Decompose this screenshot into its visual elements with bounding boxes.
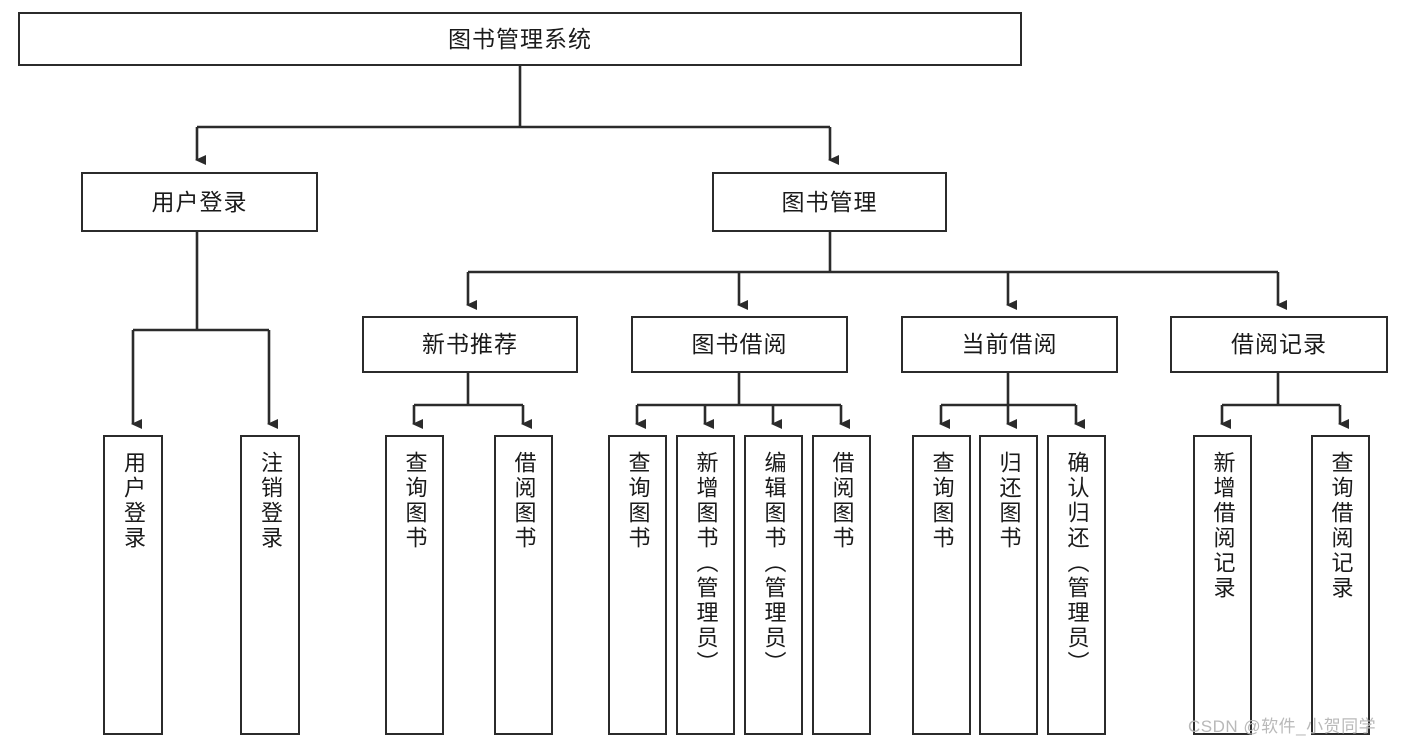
node-label: 新增图书（管理员） <box>693 451 719 676</box>
node-current-borrow[interactable]: 当前借阅 <box>901 316 1118 373</box>
node-label: 注销登录 <box>257 451 283 551</box>
node-user-login[interactable]: 用户登录 <box>81 172 318 232</box>
node-book-borrow[interactable]: 图书借阅 <box>631 316 848 373</box>
node-label: 图书管理 <box>781 188 878 215</box>
node-leaf-borrow-book-2[interactable]: 借阅图书 <box>812 435 871 735</box>
node-label: 查询图书 <box>929 451 955 551</box>
node-leaf-confirm-return[interactable]: 确认归还（管理员） <box>1047 435 1106 735</box>
node-leaf-edit-book[interactable]: 编辑图书（管理员） <box>744 435 803 735</box>
node-label: 当前借阅 <box>961 331 1058 357</box>
node-label: 借阅记录 <box>1231 331 1327 357</box>
node-label: 新增借阅记录 <box>1210 451 1236 601</box>
node-label: 借阅图书 <box>829 451 855 551</box>
node-leaf-user-login[interactable]: 用户登录 <box>103 435 163 735</box>
node-label: 用户登录 <box>151 188 248 215</box>
node-leaf-query-book-3[interactable]: 查询图书 <box>912 435 971 735</box>
node-label: 归还图书 <box>996 451 1022 551</box>
node-label: 借阅图书 <box>511 451 537 551</box>
node-leaf-add-book[interactable]: 新增图书（管理员） <box>676 435 735 735</box>
node-leaf-query-book-2[interactable]: 查询图书 <box>608 435 667 735</box>
node-leaf-logout-login[interactable]: 注销登录 <box>240 435 300 735</box>
node-label: 确认归还（管理员） <box>1064 451 1090 676</box>
node-label: 图书管理系统 <box>448 25 592 52</box>
node-label: 新书推荐 <box>422 331 518 357</box>
node-leaf-add-record[interactable]: 新增借阅记录 <box>1193 435 1252 735</box>
node-label: 查询借阅记录 <box>1328 451 1354 601</box>
node-label: 查询图书 <box>625 451 651 551</box>
node-label: 编辑图书（管理员） <box>761 451 787 676</box>
node-leaf-return-book[interactable]: 归还图书 <box>979 435 1038 735</box>
node-leaf-query-record[interactable]: 查询借阅记录 <box>1311 435 1370 735</box>
node-new-book-recommend[interactable]: 新书推荐 <box>362 316 578 373</box>
node-leaf-query-book-1[interactable]: 查询图书 <box>385 435 444 735</box>
node-book-manage[interactable]: 图书管理 <box>712 172 947 232</box>
node-label: 查询图书 <box>402 451 428 551</box>
node-label: 图书借阅 <box>691 331 788 357</box>
node-borrow-record[interactable]: 借阅记录 <box>1170 316 1388 373</box>
node-leaf-borrow-book-1[interactable]: 借阅图书 <box>494 435 553 735</box>
node-label: 用户登录 <box>120 451 146 551</box>
node-root-book-management-system[interactable]: 图书管理系统 <box>18 12 1022 66</box>
